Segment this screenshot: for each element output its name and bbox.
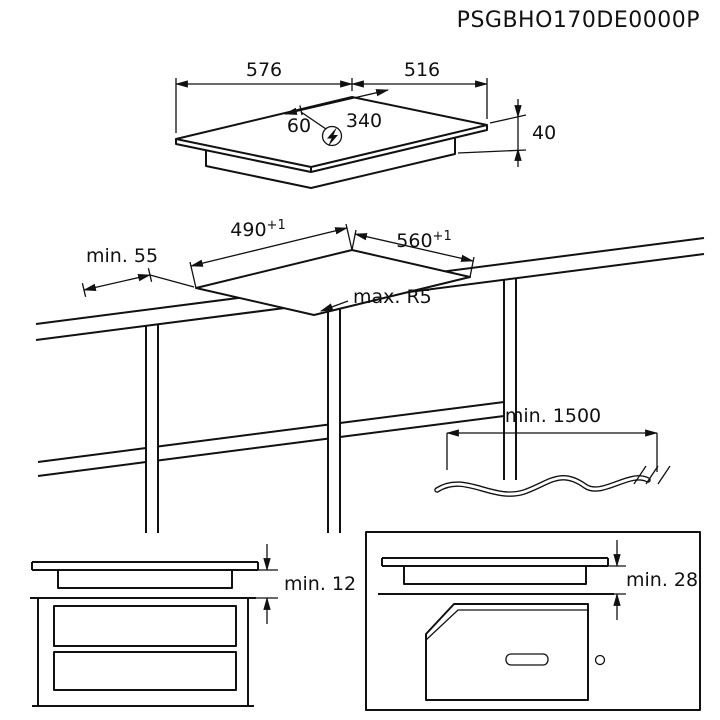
cable-length-view: min. 1500: [434, 405, 671, 497]
cutout-width-dimension: 560+1: [351, 229, 475, 278]
drawer-front: [53, 651, 237, 691]
oven-knob: [594, 654, 606, 666]
cutout-depth-label: 490: [230, 219, 266, 241]
oven-clearance-label: min. 28: [626, 569, 698, 591]
oven-cross-section: [378, 593, 614, 701]
model-number: PSGBHO170DE0000P: [457, 8, 700, 33]
cabinet-leg: [327, 301, 341, 533]
corner-radius-label: max. R5: [353, 286, 432, 308]
drawer-clearance-dimension: min. 12: [256, 544, 356, 624]
hob-depth-label: 516: [404, 59, 440, 81]
detail-box-border: [365, 531, 701, 711]
oven-clearance-dimension: min. 28: [608, 540, 698, 620]
drawer-front: [53, 605, 237, 647]
mains-connection-icon: [321, 125, 343, 147]
corner-radius-callout: max. R5: [319, 286, 432, 312]
cutout-depth-dimension-label: 490+1: [230, 218, 285, 241]
cutout-depth-tolerance-label: +1: [267, 218, 286, 233]
cabinet-leg: [503, 278, 517, 480]
hob-width-label: 576: [246, 59, 282, 81]
drawer-clearance-view: min. 12: [30, 544, 356, 707]
mains-offset-right-label: 340: [346, 110, 382, 132]
cabinet-leg: [145, 325, 159, 533]
cutout-depth-dimension: 490+1: [189, 218, 353, 289]
cable-end-hatch: [633, 465, 671, 485]
oven-clearance-view: min. 28: [365, 531, 701, 711]
hob-glass-edge: [175, 125, 488, 173]
rear-clearance-dimension: min. 55: [81, 245, 195, 297]
mains-cable-drawing: [434, 465, 671, 497]
hob-height-dimension: 40: [457, 99, 556, 167]
hob-isometric-view: 576 516 60 340 40: [174, 59, 556, 189]
cutout-width-label: 560: [396, 230, 432, 252]
cutout-width-tolerance-label: +1: [433, 229, 452, 244]
worktop-cutout-view: 490+1 560+1 min. 55 max. R5: [35, 218, 705, 533]
mains-offset-left-label: 60: [287, 115, 311, 137]
cabinet-cross-section: [30, 597, 256, 707]
hob-height-label: 40: [532, 122, 556, 144]
hob-cross-section: [31, 561, 259, 589]
cutout-width-dimension-label: 560+1: [396, 229, 451, 252]
drawer-clearance-label: min. 12: [284, 573, 356, 595]
hob-base: [205, 138, 456, 189]
cabinet-frame: [37, 278, 517, 533]
cable-length-label: min. 1500: [505, 405, 601, 427]
mains-position-dimension: 60 340: [283, 89, 390, 147]
cable-dimension-extensions: [446, 433, 658, 472]
rear-clearance-label: min. 55: [86, 245, 158, 267]
hob-body: [175, 96, 488, 189]
hob-cross-section: [381, 557, 609, 585]
oven-handle: [505, 653, 549, 666]
